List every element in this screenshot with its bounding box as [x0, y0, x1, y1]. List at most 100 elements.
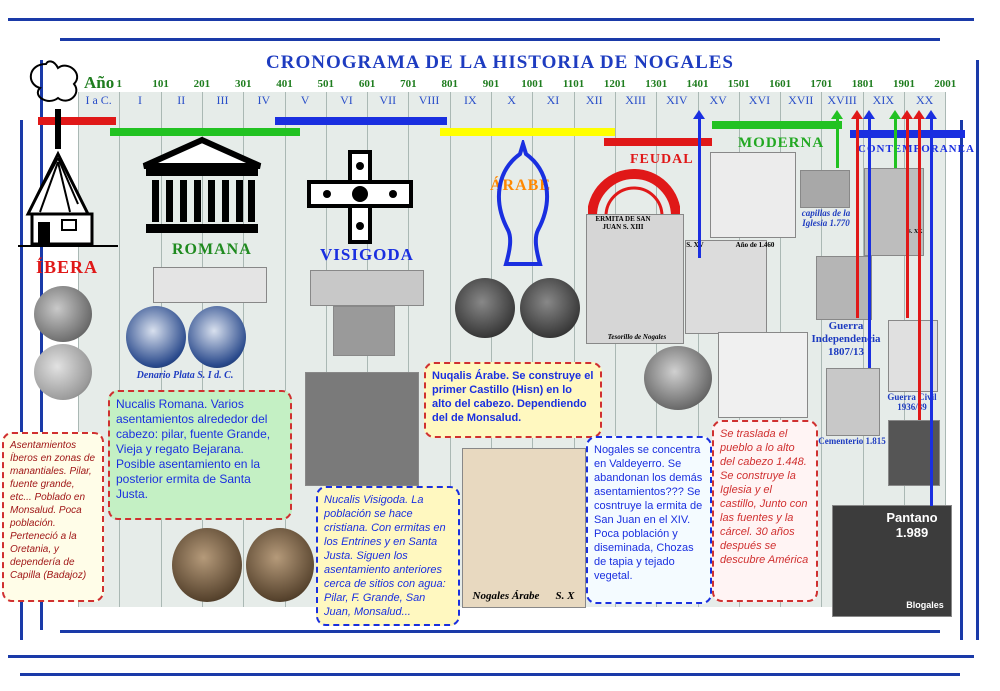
capillas-image	[800, 170, 850, 208]
grid-line	[697, 92, 699, 607]
century-label: XII	[585, 93, 603, 107]
century-label: I	[137, 93, 142, 107]
century-label: VIII	[418, 93, 440, 107]
visigothic-capital-image	[305, 372, 419, 486]
year-tick-label: 1101	[562, 78, 585, 90]
century-label: IX	[464, 93, 477, 107]
century-label: VI	[340, 93, 353, 107]
year-tick-label: 201	[193, 78, 211, 90]
century-label: VII	[379, 93, 397, 107]
era-label-moderna: MODERNA	[738, 135, 825, 151]
visigothic-flower-image	[333, 306, 395, 356]
romana-bar	[110, 128, 300, 136]
frame-line-right	[960, 120, 963, 640]
roman-denario-1	[126, 306, 186, 368]
frame-line-top-2	[60, 38, 940, 41]
caption-ano1460: Año de 1.460	[735, 241, 775, 249]
arrow-cementerio	[863, 110, 875, 368]
arrow-castle	[693, 110, 705, 258]
moderna-text-box: Se traslada el pueblo a lo alto del cabe…	[712, 420, 818, 602]
roman-stone-image	[153, 267, 267, 303]
year-tick-label: 1401	[686, 78, 709, 90]
era-label-romana: ROMANA	[172, 241, 252, 258]
pantano-map-image	[832, 505, 952, 617]
year-tick-label: 1501	[727, 78, 750, 90]
grid-line	[408, 92, 410, 607]
grid-line	[821, 92, 823, 607]
grid-line	[325, 92, 327, 607]
caption-sxv: S. XV	[686, 241, 704, 249]
feudal-bar	[604, 138, 712, 146]
ship-drawing-image	[718, 332, 808, 418]
frame-line-bottom-2	[8, 655, 974, 658]
grid-line	[656, 92, 658, 607]
visigoda-text-box: Nucalis Visigoda. La población se hace c…	[316, 486, 460, 626]
frame-line-left	[20, 120, 23, 640]
grid-line	[284, 92, 286, 607]
year-tick-label: 1301	[645, 78, 668, 90]
year-tick-label: 1601	[769, 78, 792, 90]
cementerio-image	[826, 368, 880, 436]
caption-tesorillo: Tesorillo de Nogales	[607, 333, 667, 341]
frame-line-top-1	[8, 18, 974, 21]
year-tick-label: 1901	[893, 78, 915, 90]
year-tick-label: 1	[116, 78, 123, 90]
arrow-cross	[889, 110, 901, 168]
year-tick-label: 801	[441, 78, 458, 90]
era-label-contemporanea: CONTEMPORANEA	[858, 143, 975, 155]
grid-line	[614, 92, 616, 607]
caption-denario: Denario Plata S. I d. C.	[136, 370, 234, 381]
nogales-arabe-map-image	[462, 448, 586, 608]
century-label: X	[507, 93, 516, 107]
arrow-pantano	[925, 110, 937, 506]
era-label-arabe: ÁRABE	[490, 177, 552, 194]
roman-temple-icon	[142, 136, 262, 241]
year-tick-label: 501	[317, 78, 335, 90]
grid-line	[119, 92, 121, 607]
year-tick-label: 101	[152, 78, 169, 90]
year-tick-label: 301	[234, 78, 252, 90]
iberian-coin-2	[34, 344, 92, 400]
century-label: XIV	[666, 93, 688, 107]
year-tick-label: 1001	[521, 78, 544, 90]
caption-sx: S. X	[555, 590, 575, 602]
frame-line-bottom-1	[60, 630, 940, 633]
year-tick-label: 601	[358, 78, 376, 90]
caption-ermita: ERMITA DE SAN JUAN S. XIII	[595, 215, 651, 231]
century-label: XI	[546, 93, 560, 107]
hut-illustration	[18, 54, 118, 254]
arab-coin-1	[455, 278, 515, 338]
century-label: XIII	[625, 93, 646, 107]
caption-sxx: S. XX	[907, 229, 923, 235]
arab-arch-icon	[488, 137, 558, 275]
caption-blogales: Blogales	[906, 600, 944, 610]
grid-line	[491, 92, 492, 607]
visigothic-coin-2	[246, 528, 314, 602]
grid-line	[862, 92, 864, 607]
caption-pantano: Pantano 1.989	[886, 510, 938, 540]
grid-line	[945, 92, 947, 607]
caption-capillas: capillas de la Iglesia 1.770	[801, 208, 851, 228]
year-tick-label: 401	[276, 78, 293, 90]
roman-denario-2	[188, 306, 246, 368]
guerra-civil-flag-image	[888, 320, 938, 392]
caption-guerra-civil: Guerra Civil 1936/39	[887, 392, 937, 412]
grid-line	[449, 92, 451, 607]
romana-text-box: Nucalis Romana. Varios asentamientos alr…	[108, 390, 292, 520]
feudal-arch-icon	[587, 168, 681, 223]
visigothic-cross-icon	[305, 150, 415, 250]
page-title: CRONOGRAMA DE LA HISTORIA DE NOGALES	[266, 52, 734, 73]
frame-line-left-2	[40, 60, 43, 630]
columbus-drawing-image	[710, 152, 796, 238]
year-tick-label: 2001	[934, 78, 957, 90]
century-label: XX	[915, 93, 934, 107]
caption-cementerio: Cementerio 1.815	[818, 436, 886, 446]
arrow-civil-poster	[913, 110, 925, 420]
era-label-feudal: FEUDAL	[630, 152, 694, 167]
iberian-coin-1	[34, 286, 92, 342]
arabe-text-box: Nuqalis Árabe. Se construye el primer Ca…	[424, 362, 602, 438]
century-label: I a C.	[85, 93, 112, 107]
arrow-guerra-independencia	[851, 110, 863, 318]
battle-drawing-image	[816, 256, 872, 320]
frame-line-bottom-3	[20, 673, 960, 676]
